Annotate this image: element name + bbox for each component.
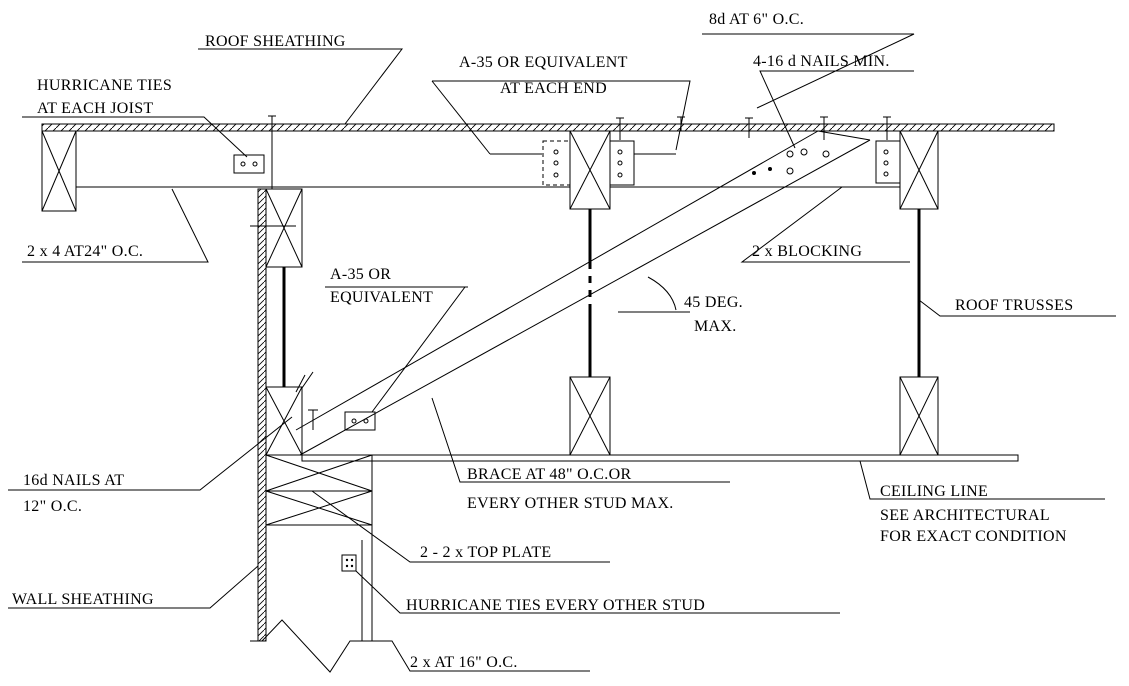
hurricane-tie-joist [233, 154, 265, 174]
label-wall-sheathing: WALL SHEATHING [12, 591, 154, 608]
blocking-member [610, 130, 900, 188]
label-blocking: 2 x BLOCKING [752, 243, 862, 260]
label-joist-2x4: 2 x 4 AT24" O.C. [27, 243, 143, 260]
wall-sheathing [257, 188, 267, 642]
label-nails-16d-min: 4-16 d NAILS MIN. [753, 53, 890, 70]
label-a35-end-1: A-35 OR EQUIVALENT [459, 54, 628, 71]
end-blocking-left [41, 130, 77, 212]
truss-bottom-chord-1 [569, 376, 611, 456]
label-angle-1: 45 DEG. [684, 294, 743, 311]
label-a35-end-2: AT EACH END [500, 80, 607, 97]
truss-top-chord-2 [899, 130, 939, 210]
truss-top-chord-1 [569, 130, 611, 210]
nail-marks [250, 115, 891, 430]
blocking-nails [752, 148, 830, 175]
truss-bottom-chord-wall [265, 386, 303, 456]
a35-clip-brace [344, 411, 376, 431]
wall-stud [265, 455, 373, 641]
leader-lines [8, 33, 1116, 672]
label-ceiling-1: CEILING LINE [880, 483, 988, 500]
label-a35-2: EQUIVALENT [330, 289, 433, 306]
label-roof-sheathing: ROOF SHEATHING [205, 33, 346, 50]
diagonal-brace [295, 130, 871, 456]
label-hurricane-stud: HURRICANE TIES EVERY OTHER STUD [406, 597, 705, 614]
label-ceiling-3: FOR EXACT CONDITION [880, 528, 1067, 545]
ceiling-line [301, 454, 1019, 462]
a35-clip-truss-2 [875, 140, 901, 184]
label-a35-1: A-35 OR [330, 266, 391, 283]
wall-break-line [250, 619, 380, 673]
label-stud-2x: 2 x AT 16" O.C. [410, 654, 518, 671]
roof-sheathing [41, 123, 1055, 132]
label-nailing-8d: 8d AT 6" O.C. [709, 11, 804, 28]
a35-clip-right [609, 140, 635, 186]
truss-webs [282, 209, 921, 387]
label-hurricane-ties-1: HURRICANE TIES [37, 77, 172, 94]
top-plate-upper [265, 454, 373, 492]
label-nails-16d-1: 16d NAILS AT [23, 472, 124, 489]
angle-arc [647, 276, 677, 311]
label-brace-1: BRACE AT 48" O.C.OR [467, 466, 631, 483]
label-brace-2: EVERY OTHER STUD MAX. [467, 495, 674, 512]
label-ceiling-2: SEE ARCHITECTURAL [880, 507, 1050, 524]
label-angle-2: MAX. [694, 318, 737, 335]
label-roof-trusses: ROOF TRUSSES [955, 297, 1073, 314]
annotation-labels: ROOF SHEATHING 8d AT 6" O.C. HURRICANE T… [12, 11, 1073, 671]
label-top-plate: 2 - 2 x TOP PLATE [420, 544, 551, 561]
top-plate-lower [265, 490, 373, 526]
label-nails-16d-2: 12" O.C. [23, 498, 82, 515]
label-hurricane-ties-2: AT EACH JOIST [37, 100, 154, 117]
truss-top-chord-wall [265, 188, 303, 268]
a35-clip-left [542, 140, 571, 186]
hurricane-tie-stud [341, 554, 357, 572]
truss-bottom-chord-2 [899, 376, 939, 456]
